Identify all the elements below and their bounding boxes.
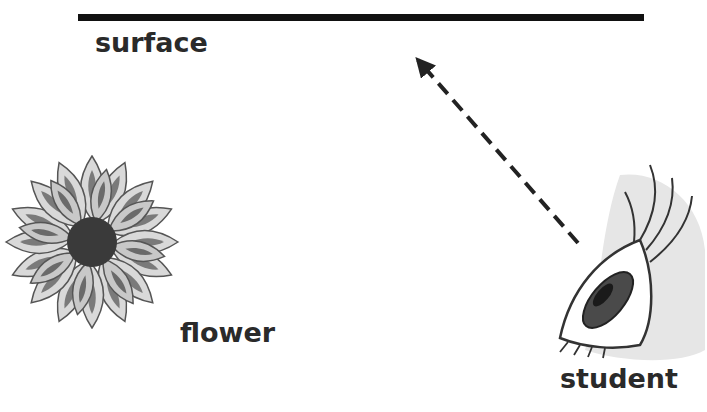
flower-label: flower <box>180 318 275 348</box>
eyelash <box>646 178 673 250</box>
eyelash <box>640 165 655 240</box>
petal <box>110 236 167 266</box>
iris <box>574 264 642 337</box>
petal <box>68 260 98 317</box>
flower-center <box>67 217 117 267</box>
eyeball <box>560 240 651 348</box>
surface-line <box>78 14 644 21</box>
pupil <box>589 280 616 309</box>
flower-drawing <box>6 156 178 328</box>
eye-drawing <box>560 165 705 360</box>
sight-arrow <box>418 60 578 243</box>
lower-lash <box>560 342 605 358</box>
petal <box>86 168 116 225</box>
eyelash <box>625 192 635 242</box>
eyelash <box>650 196 692 262</box>
surface-label: surface <box>95 28 208 58</box>
petal <box>18 218 75 248</box>
student-label: student <box>560 364 678 394</box>
